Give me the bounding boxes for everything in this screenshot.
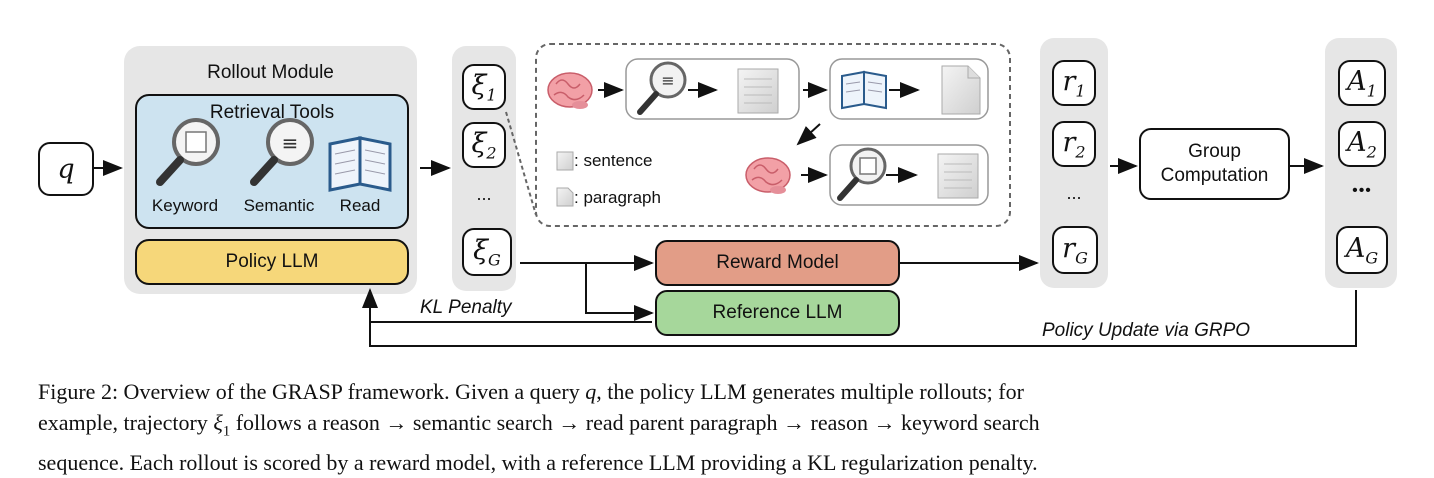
tool-label-read: Read — [339, 196, 381, 215]
xi1-dashed-connector — [505, 111, 537, 216]
open-book-icon — [841, 70, 887, 110]
advantage-a2: A2 — [1338, 121, 1386, 167]
sentence-doc-icon — [556, 151, 574, 171]
tool-label-semantic: Semantic — [243, 196, 315, 215]
caption-line-1: Figure 2: Overview of the GRASP framewor… — [38, 379, 1024, 404]
reward-rG: rG — [1052, 226, 1098, 274]
reference-llm-box: Reference LLM — [655, 290, 900, 336]
caption-line-2: example, trajectory ξ1 follows a reason … — [38, 410, 1040, 440]
legend-paragraph: : paragraph — [574, 188, 661, 207]
query-symbol: q — [57, 153, 75, 185]
semantic-search-icon: ≡ — [637, 61, 687, 115]
retrieval-tools-title: Retrieval Tools — [209, 102, 335, 123]
reward-r2: r2 — [1052, 121, 1096, 167]
policy-llm-label: Policy LLM — [225, 251, 319, 272]
figure-caption: Figure 2: Overview of the GRASP framewor… — [38, 376, 1404, 478]
advantage-a1: A1 — [1338, 60, 1386, 106]
svg-text:≡: ≡ — [661, 71, 674, 90]
trajectory-ellipsis: ... — [476, 184, 492, 204]
semantic-search-icon: ≡ — [250, 118, 314, 186]
sentence-doc-icon — [737, 68, 779, 114]
sentence-doc-icon — [937, 153, 979, 199]
kl-penalty-label: KL Penalty — [420, 297, 512, 318]
trajectory-xiG: ξG — [462, 228, 512, 276]
brain-icon — [547, 72, 593, 109]
keyword-search-icon — [156, 118, 220, 186]
brain-icon — [745, 157, 791, 194]
trajectory-xi1: ξ1 — [462, 64, 506, 110]
reward-ellipsis: ... — [1066, 183, 1082, 203]
tool-label-keyword: Keyword — [151, 196, 219, 215]
query-box: q — [38, 142, 94, 196]
reward-model-box: Reward Model — [655, 240, 900, 286]
paragraph-doc-icon — [941, 65, 981, 115]
advantage-ellipsis: ••• — [1352, 182, 1372, 199]
open-book-icon — [328, 136, 392, 192]
example-trajectory-box — [535, 43, 1011, 227]
advantage-aG: AG — [1336, 226, 1388, 274]
keyword-search-icon — [837, 147, 887, 201]
rollout-module-title: Rollout Module — [207, 62, 334, 83]
policy-update-label: Policy Update via GRPO — [1042, 320, 1251, 341]
reward-r1: r1 — [1052, 60, 1096, 106]
policy-llm-box — [135, 239, 409, 285]
caption-line-3: sequence. Each rollout is scored by a re… — [38, 450, 1038, 476]
svg-text:≡: ≡ — [282, 131, 299, 155]
trajectory-xi2: ξ2 — [462, 122, 506, 168]
legend-sentence: : sentence — [574, 151, 653, 170]
group-computation-box: Group Computation — [1139, 128, 1290, 200]
paragraph-doc-icon — [556, 187, 574, 207]
